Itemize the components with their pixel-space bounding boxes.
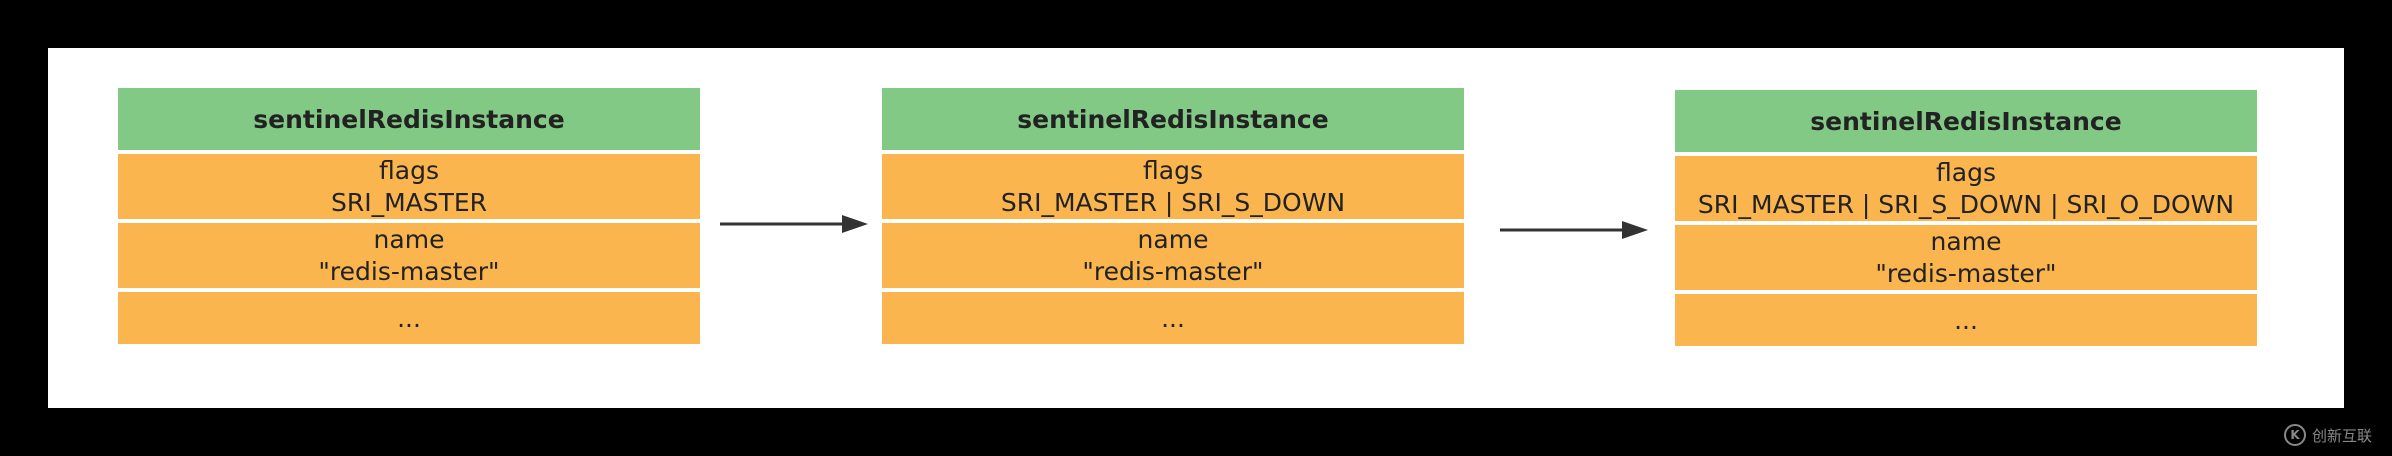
field-value: SRI_MASTER	[330, 187, 488, 217]
field-label: flags	[379, 155, 439, 185]
field-flags: flags SRI_MASTER | SRI_S_DOWN	[882, 150, 1464, 219]
watermark: K 创新互联	[2283, 424, 2372, 446]
field-flags: flags SRI_MASTER	[118, 150, 700, 219]
watermark-logo-icon: K	[2283, 424, 2306, 446]
struct-header: sentinelRedisInstance	[882, 88, 1464, 150]
watermark-text: 创新互联	[2311, 426, 2372, 445]
struct-box-3: sentinelRedisInstance flags SRI_MASTER |…	[1675, 90, 2257, 346]
field-label: name	[1930, 226, 2002, 256]
field-label: name	[1137, 224, 1209, 254]
field-flags: flags SRI_MASTER | SRI_S_DOWN | SRI_O_DO…	[1675, 152, 2257, 221]
arrow-right-icon	[720, 212, 870, 236]
diagram-canvas: sentinelRedisInstance flags SRI_MASTER n…	[48, 48, 2344, 408]
struct-header: sentinelRedisInstance	[1675, 90, 2257, 152]
field-value: "redis-master"	[1875, 258, 2057, 288]
field-name: name "redis-master"	[118, 219, 700, 288]
field-ellipsis: ...	[1675, 290, 2257, 346]
field-ellipsis: ...	[882, 288, 1464, 344]
field-name: name "redis-master"	[1675, 221, 2257, 290]
field-ellipsis: ...	[118, 288, 700, 344]
field-name: name "redis-master"	[882, 219, 1464, 288]
struct-box-2: sentinelRedisInstance flags SRI_MASTER |…	[882, 88, 1464, 344]
field-label: flags	[1143, 155, 1203, 185]
field-value: "redis-master"	[318, 256, 500, 286]
field-value: "redis-master"	[1082, 256, 1264, 286]
field-value: SRI_MASTER | SRI_S_DOWN | SRI_O_DOWN	[1697, 189, 2235, 219]
struct-box-1: sentinelRedisInstance flags SRI_MASTER n…	[118, 88, 700, 344]
field-value: SRI_MASTER | SRI_S_DOWN	[1000, 187, 1346, 217]
field-label: name	[373, 224, 445, 254]
field-label: flags	[1936, 157, 1996, 187]
struct-header: sentinelRedisInstance	[118, 88, 700, 150]
arrow-right-icon	[1500, 218, 1650, 242]
